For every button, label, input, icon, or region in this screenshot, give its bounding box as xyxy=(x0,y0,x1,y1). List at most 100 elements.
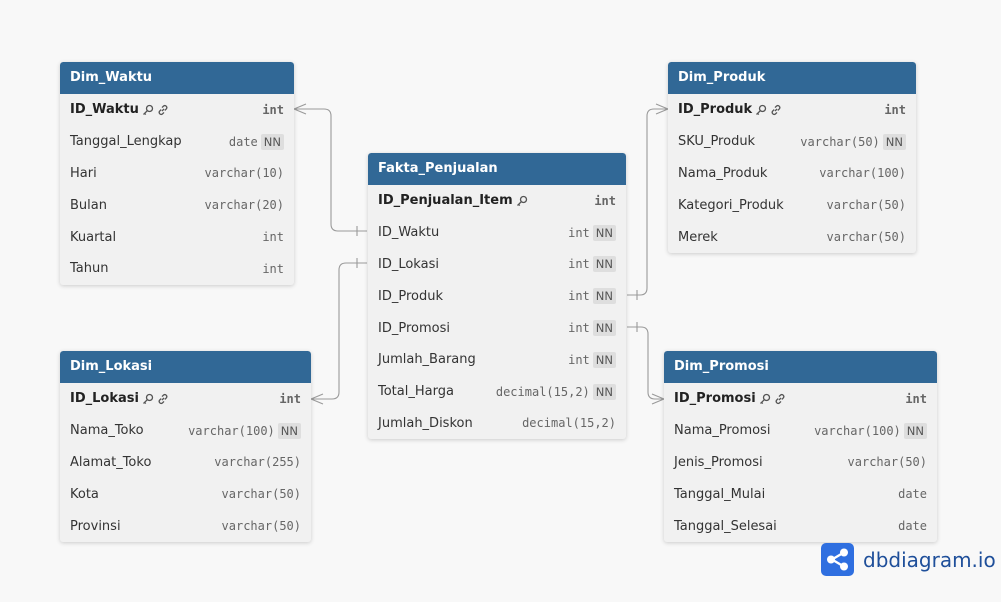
column-name: ID_Waktu xyxy=(70,102,262,117)
column-row[interactable]: ID_Produk int xyxy=(668,94,916,126)
column-name-text: Hari xyxy=(70,165,97,181)
brand-name: dbdiagram.io xyxy=(863,547,996,572)
column-name-text: Tanggal_Mulai xyxy=(674,486,766,502)
table-header[interactable]: Dim_Lokasi xyxy=(60,351,311,383)
table-header[interactable]: Fakta_Penjualan xyxy=(368,153,626,185)
column-name: Provinsi xyxy=(70,519,222,534)
not-null-badge: NN xyxy=(260,133,284,150)
relationship-promosi xyxy=(627,326,664,400)
relation-link-icon xyxy=(770,104,782,116)
dbdiagram-logo[interactable]: dbdiagram.io xyxy=(821,543,996,576)
column-name: Kuartal xyxy=(70,230,262,245)
column-name-text: Nama_Promosi xyxy=(674,423,771,439)
column-name: ID_Lokasi xyxy=(378,257,568,272)
column-name: Nama_Produk xyxy=(678,166,819,181)
column-name-text: ID_Promosi xyxy=(378,320,450,336)
column-type: int xyxy=(884,102,906,117)
relation-link-icon xyxy=(774,393,786,405)
primary-key-icon xyxy=(755,104,767,116)
column-name: Tanggal_Lengkap xyxy=(70,134,229,149)
column-type: varchar(50) xyxy=(826,230,906,245)
column-name: Tahun xyxy=(70,261,262,276)
column-name-text: Tanggal_Selesai xyxy=(674,518,777,534)
column-name-text: Bulan xyxy=(70,197,107,213)
column-name: ID_Produk xyxy=(378,289,568,304)
column-row[interactable]: Tanggal_Selesai date xyxy=(664,510,937,542)
primary-key-icon xyxy=(516,195,528,207)
column-name: Kota xyxy=(70,487,222,502)
column-name: Merek xyxy=(678,230,827,245)
column-type: varchar(50) xyxy=(221,487,301,502)
column-name: ID_Promosi xyxy=(674,391,905,406)
table-header[interactable]: Dim_Waktu xyxy=(60,62,294,94)
column-type: varchar(20) xyxy=(204,198,284,213)
column-name-text: Jenis_Promosi xyxy=(674,454,763,470)
not-null-badge: NN xyxy=(592,256,616,273)
column-name: Nama_Toko xyxy=(70,423,188,438)
column-type: int xyxy=(279,391,301,406)
column-type: int xyxy=(568,321,590,336)
column-type: date xyxy=(898,519,927,534)
column-name-text: Provinsi xyxy=(70,518,121,534)
column-name: ID_Waktu xyxy=(378,225,568,240)
column-name: Tanggal_Mulai xyxy=(674,487,898,502)
column-name: Hari xyxy=(70,166,205,181)
primary-key-icon xyxy=(142,104,154,116)
column-row[interactable]: Merek varchar(50) xyxy=(668,221,916,253)
table-header[interactable]: Dim_Promosi xyxy=(664,351,937,383)
column-name: Jumlah_Diskon xyxy=(378,416,522,431)
column-type: int xyxy=(568,289,590,304)
column-name-text: Nama_Produk xyxy=(678,165,768,181)
column-type: int xyxy=(262,261,284,276)
column-name: ID_Penjualan_Item xyxy=(378,193,594,208)
column-name-text: Jumlah_Diskon xyxy=(378,415,473,431)
column-row[interactable]: Bulan varchar(20) xyxy=(60,189,294,221)
column-name: Jenis_Promosi xyxy=(674,455,848,470)
not-null-badge: NN xyxy=(882,133,906,150)
column-name-text: Merek xyxy=(678,229,718,245)
relation-link-icon xyxy=(157,393,169,405)
column-name-text: ID_Produk xyxy=(678,102,753,118)
column-name-text: Tanggal_Lengkap xyxy=(70,134,182,150)
column-name: Bulan xyxy=(70,198,205,213)
table-header[interactable]: Dim_Produk xyxy=(668,62,916,94)
not-null-badge: NN xyxy=(592,383,616,400)
relation-link-icon xyxy=(157,104,169,116)
relationship-lokasi xyxy=(311,262,367,400)
not-null-badge: NN xyxy=(277,422,301,439)
primary-key-icon xyxy=(759,393,771,405)
column-name-text: Alamat_Toko xyxy=(70,454,152,470)
column-name: Nama_Promosi xyxy=(674,423,814,438)
